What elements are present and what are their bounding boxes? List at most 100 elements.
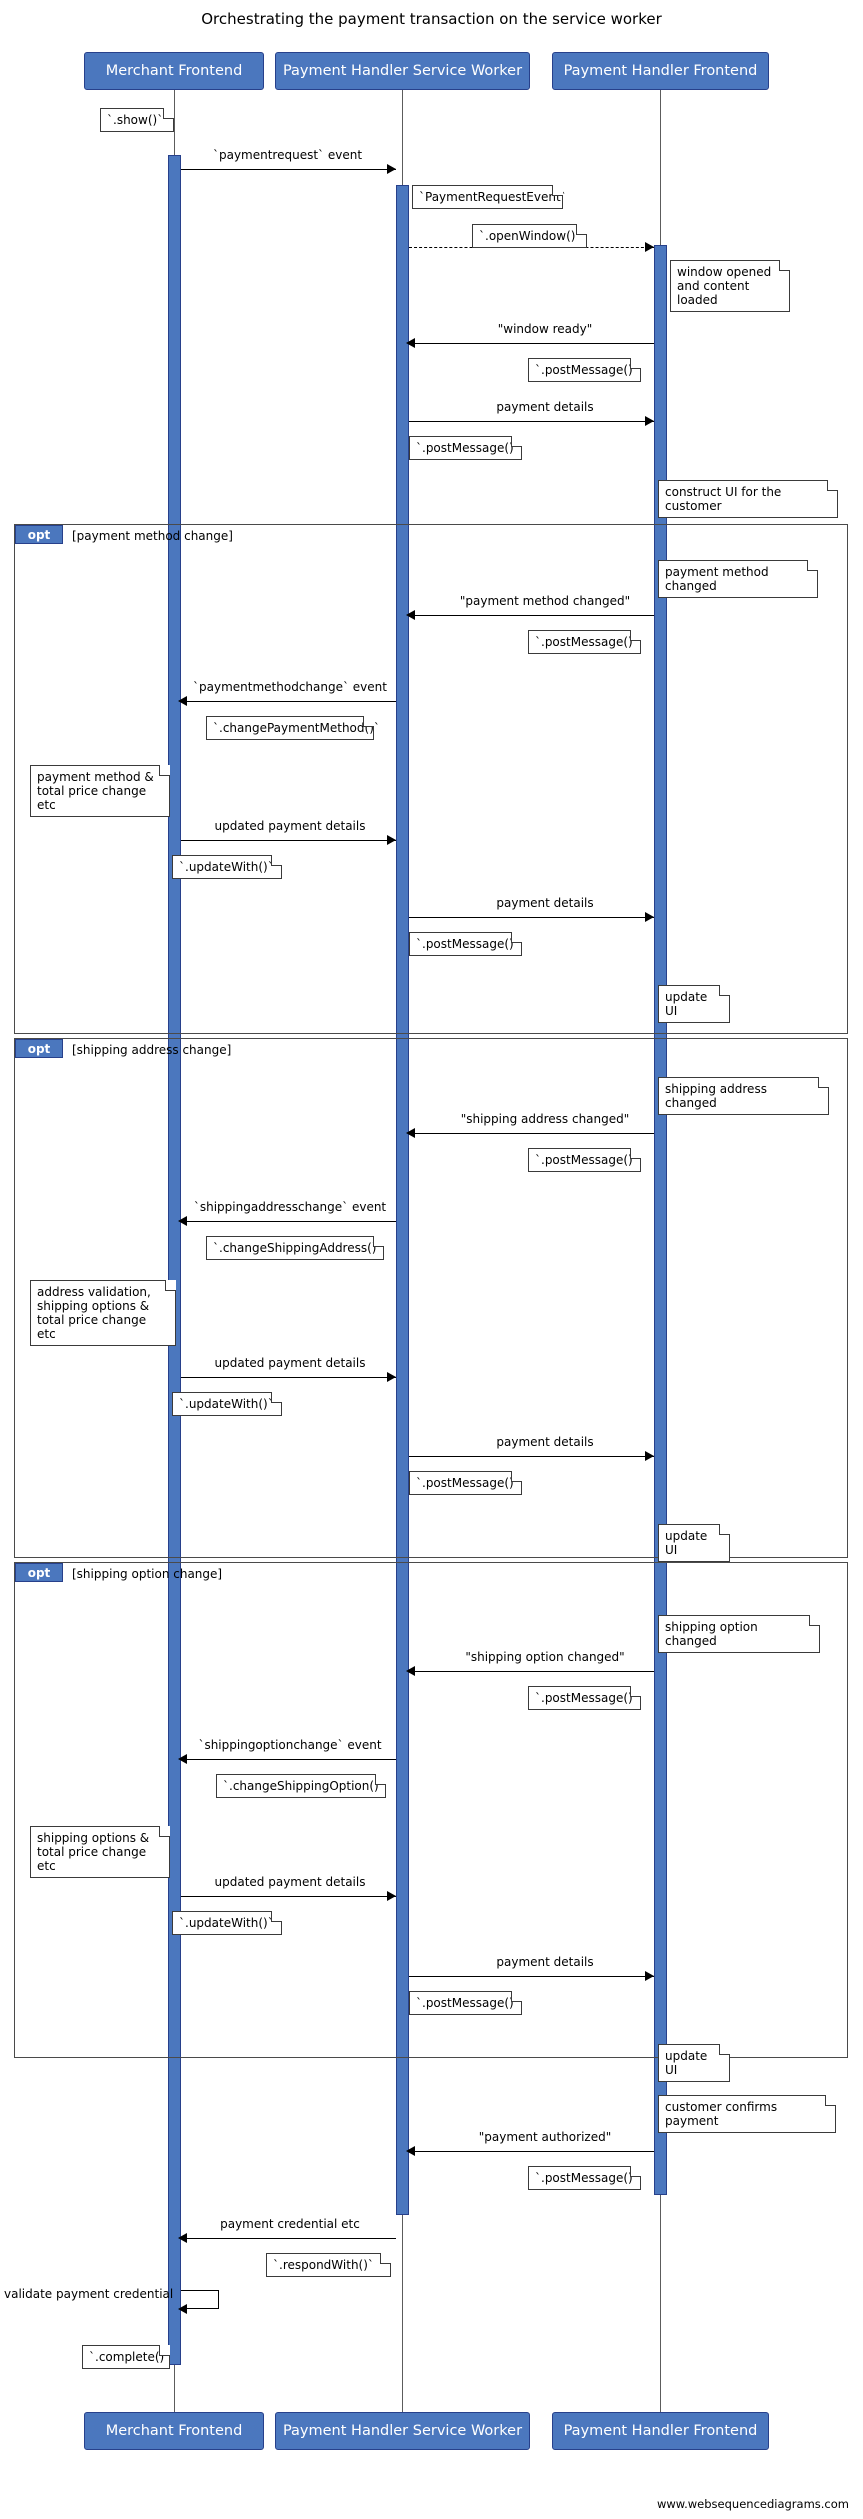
message-line-shipping-address-changed <box>409 1133 654 1134</box>
message-label-shippingaddresschange-event: `shippingaddresschange` event <box>193 1200 387 1214</box>
message-line-updated-payment-details-1 <box>181 840 396 841</box>
message-label-updated-payment-details-2: updated payment details <box>214 1356 366 1370</box>
message-arrowhead-updated-payment-details-2 <box>387 1372 396 1382</box>
message-arrowhead-paymentmethodchange-event <box>178 696 187 706</box>
message-arrowhead-updated-payment-details-1 <box>387 835 396 845</box>
message-label-updated-payment-details-3: updated payment details <box>214 1875 366 1889</box>
note-update-ui-3: update UI <box>658 2044 730 2082</box>
message-arrowhead-payment-method-changed <box>406 610 415 620</box>
message-label-payment-credential: payment credential etc <box>220 2217 360 2231</box>
note-customer-confirms-payment: customer confirms payment <box>658 2095 836 2133</box>
note-update-ui-1: update UI <box>658 985 730 1023</box>
message-arrowhead-payment-details-1 <box>645 416 654 426</box>
note-updatewith-1: `.updateWith()` <box>172 855 282 879</box>
activation-service-worker <box>396 185 409 2215</box>
note-postmessage-shipping-address-changed: `.postMessage()` <box>528 1148 641 1172</box>
message-label-payment-authorized: "payment authorized" <box>478 2130 612 2144</box>
message-line-payment-details-3 <box>409 1456 654 1457</box>
message-label-payment-details-2: payment details <box>496 896 594 910</box>
note-shipping-options-total: shipping options & total price change et… <box>30 1826 170 1878</box>
message-arrowhead-window-ready <box>406 338 415 348</box>
message-arrowhead-shippingaddresschange-event <box>178 1216 187 1226</box>
actor-service-worker-bottom[interactable]: Payment Handler Service Worker <box>275 2412 530 2450</box>
fragment-tab-opt-2: opt <box>15 1039 63 1058</box>
message-line-payment-details-1 <box>409 421 654 422</box>
fragment-condition-opt-1: [payment method change] <box>72 529 233 543</box>
fragment-shipping-address-change <box>14 1038 848 1558</box>
fragment-tab-opt-1: opt <box>15 525 63 544</box>
note-window-opened: window opened and content loaded <box>670 260 790 312</box>
note-postmessage-payment-authorized: `.postMessage()` <box>528 2166 641 2190</box>
message-arrowhead-payment-credential <box>178 2233 187 2243</box>
message-arrowhead-payment-details-3 <box>645 1451 654 1461</box>
note-postmessage-payment-details-3: `.postMessage()` <box>409 1471 522 1495</box>
note-updatewith-3: `.updateWith()` <box>172 1911 282 1935</box>
message-arrowhead-payment-authorized <box>406 2146 415 2156</box>
note-change-shipping-option: `.changeShippingOption()` <box>216 1774 386 1798</box>
actor-handler-frontend-bottom[interactable]: Payment Handler Frontend <box>552 2412 769 2450</box>
note-payment-method-total: payment method & total price change etc <box>30 765 170 817</box>
note-shipping-address-changed: shipping address changed <box>658 1077 829 1115</box>
message-line-window-ready <box>409 343 654 344</box>
note-complete: `.complete()` <box>82 2345 170 2369</box>
note-open-window: `.openWindow()` <box>472 224 587 248</box>
activation-merchant <box>168 155 181 2365</box>
actor-handler-frontend-top[interactable]: Payment Handler Frontend <box>552 52 769 90</box>
message-label-window-ready: "window ready" <box>497 322 593 336</box>
note-payment-request-event: `PaymentRequestEvent` <box>412 185 567 209</box>
note-update-ui-2: update UI <box>658 1524 730 1562</box>
actor-merchant-bottom[interactable]: Merchant Frontend <box>84 2412 264 2450</box>
message-arrowhead-paymentrequest-event <box>387 164 396 174</box>
note-show: `.show()` <box>100 108 174 132</box>
note-updatewith-2: `.updateWith()` <box>172 1392 282 1416</box>
note-postmessage-payment-details-4: `.postMessage()` <box>409 1991 522 2015</box>
note-postmessage-payment-details-1: `.postMessage()` <box>409 436 522 460</box>
message-line-payment-details-4 <box>409 1976 654 1977</box>
message-label-shipping-option-changed: "shipping option changed" <box>465 1650 625 1664</box>
note-postmessage-payment-method-changed: `.postMessage()` <box>528 630 641 654</box>
message-arrowhead-open-window <box>645 242 654 252</box>
message-line-shippingoptionchange-event <box>181 1759 396 1760</box>
note-address-validation: address validation, shipping options & t… <box>30 1280 176 1346</box>
fragment-tab-opt-3: opt <box>15 1563 63 1582</box>
note-respond-with: `.respondWith()` <box>266 2253 391 2277</box>
fragment-shipping-option-change <box>14 1562 848 2058</box>
message-line-payment-details-2 <box>409 917 654 918</box>
message-arrowhead-payment-details-4 <box>645 1971 654 1981</box>
message-line-payment-method-changed <box>409 615 654 616</box>
fragment-condition-opt-2: [shipping address change] <box>72 1043 232 1057</box>
note-change-payment-method: `.changePaymentMethod()` <box>206 716 380 740</box>
note-postmessage-shipping-option-changed: `.postMessage()` <box>528 1686 641 1710</box>
message-arrowhead-shippingoptionchange-event <box>178 1754 187 1764</box>
message-label-validate-payment-credential: validate payment credential <box>4 2287 174 2301</box>
message-arrowhead-updated-payment-details-3 <box>387 1891 396 1901</box>
note-payment-method-changed: payment method changed <box>658 560 818 598</box>
message-label-shippingoptionchange-event: `shippingoptionchange` event <box>198 1738 382 1752</box>
page-title: Orchestrating the payment transaction on… <box>201 10 662 28</box>
note-postmessage-window-ready: `.postMessage()` <box>528 358 641 382</box>
selfcall-validate-payment-credential <box>181 2290 219 2309</box>
message-label-payment-details-3: payment details <box>496 1435 594 1449</box>
message-line-shippingaddresschange-event <box>181 1221 396 1222</box>
message-arrowhead-payment-details-2 <box>645 912 654 922</box>
message-line-payment-authorized <box>409 2151 654 2152</box>
message-label-paymentmethodchange-event: `paymentmethodchange` event <box>193 680 387 694</box>
message-label-payment-method-changed: "payment method changed" <box>459 594 631 608</box>
fragment-payment-method-change <box>14 524 848 1034</box>
message-label-paymentrequest-event: `paymentrequest` event <box>212 148 363 162</box>
actor-merchant-top[interactable]: Merchant Frontend <box>84 52 264 90</box>
note-change-shipping-address: `.changeShippingAddress()` <box>206 1236 384 1260</box>
note-postmessage-payment-details-2: `.postMessage()` <box>409 932 522 956</box>
message-line-payment-credential <box>181 2238 396 2239</box>
message-arrowhead-shipping-address-changed <box>406 1128 415 1138</box>
message-label-payment-details-4: payment details <box>496 1955 594 1969</box>
message-line-paymentmethodchange-event <box>181 701 396 702</box>
message-line-shipping-option-changed <box>409 1671 654 1672</box>
message-line-updated-payment-details-3 <box>181 1896 396 1897</box>
note-shipping-option-changed: shipping option changed <box>658 1615 820 1653</box>
message-label-payment-details-1: payment details <box>496 400 594 414</box>
actor-service-worker-top[interactable]: Payment Handler Service Worker <box>275 52 530 90</box>
message-line-paymentrequest-event <box>181 169 396 170</box>
footer-credit: www.websequencediagrams.com <box>656 2497 849 2511</box>
